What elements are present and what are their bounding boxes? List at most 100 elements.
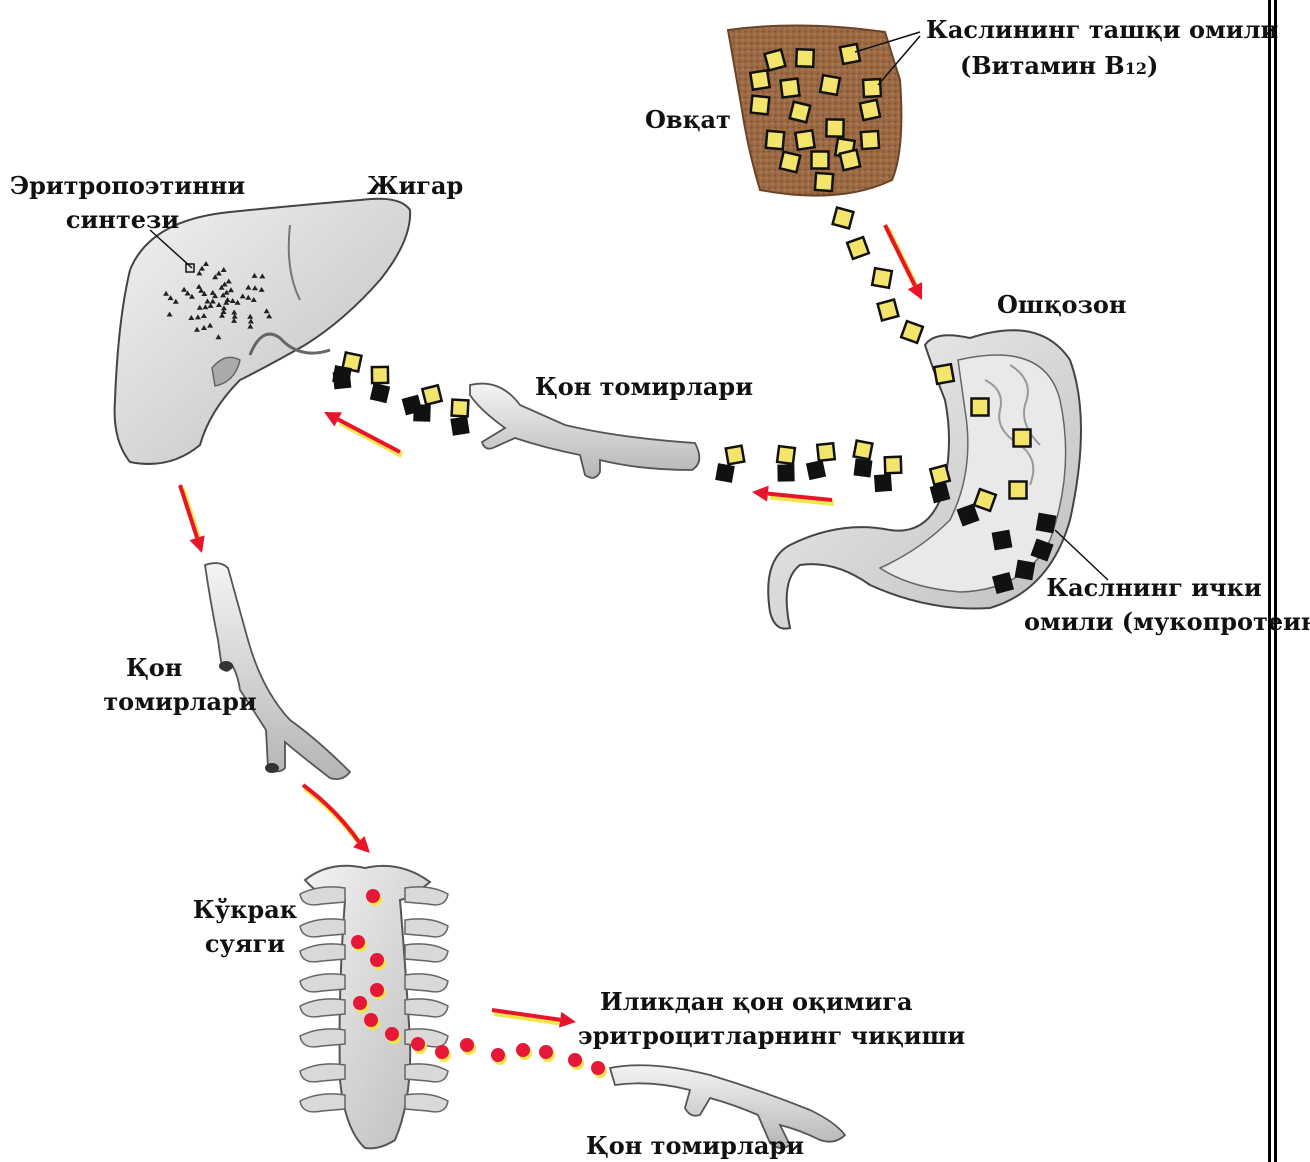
vitamin-b12-square [777,446,795,464]
intrinsic-factor-square [993,573,1014,594]
rib-right [405,887,448,905]
vitamin-b12-square [854,441,873,460]
intrinsic-factor-square [1036,513,1056,533]
vitamin-b12-label: (Витамин B12) [960,50,1158,85]
vitamin-b12-square [422,385,441,404]
intrinsic-factor-square [451,417,469,435]
intrinsic-factor-square [402,395,422,415]
erythrocyte-dot [370,983,384,997]
page-border-right-line [1274,0,1277,1162]
flow-arrow-shaft [338,419,400,452]
vitamin-b12-square [820,75,840,95]
erythrocyte-dot [385,1027,399,1041]
rib-right [405,919,448,937]
rib-left [300,887,345,905]
flow-arrow-head [189,535,204,553]
vessels-top-label: Қон томирлари [535,371,753,403]
vitamin-b12-square [790,102,811,123]
erythrocyte-dot [366,889,380,903]
rib-left [300,999,345,1017]
vitamin-b12-square [840,150,860,170]
vessels-left-line-2: томирлари [100,686,260,718]
internal-factor-line-1: Каслнинг ички [1024,572,1284,604]
vitamin-b12-square [781,79,800,98]
vitamin-b12-square [878,300,899,321]
intrinsic-factor-square [716,464,735,483]
vitamin-b12-square [452,400,469,417]
erythrocyte-dot [364,1013,378,1027]
vitamin-b12-square [1014,430,1031,447]
vitamin-b12-square [863,79,881,97]
vitamin-b12-square [766,131,784,149]
flow-arrow-shaft [180,485,197,538]
rib-left [300,919,345,937]
intrinsic-factor-square [333,366,352,385]
intrinsic-factor-square [874,474,891,491]
erythrocyte-dot [411,1037,425,1051]
rib-right [405,999,448,1017]
vitamin-b12-square [817,443,835,461]
erythrocyte-dot [591,1061,605,1075]
food-label: Овқат [645,104,731,136]
vitamin-b12-square [860,100,880,120]
vitamin-b12-square [847,237,869,259]
vitamin-b12-square [934,364,954,384]
erythrocyte-dot [353,996,367,1010]
rib-right [405,1094,448,1112]
flow-arrow-head [752,486,769,502]
vitamin-b12-square [750,70,769,89]
erythrocyte-dot [516,1043,530,1057]
erythrocyte-dot [435,1045,449,1059]
vitamin-b12-square [751,96,770,115]
exit-line-2: эритроцитларнинг чиқиши [578,1020,938,1052]
vitamin-b12-square [726,446,745,465]
erythropoietin-line-2: синтези [10,204,235,236]
intrinsic-factor-square [854,459,872,477]
internal-factor-label: Каслнинг ички омили (мукопротеин) [1024,572,1284,638]
vitamin-b12-square [1010,482,1027,499]
external-factor-label: Каслининг ташқи омили [926,14,1278,46]
vessels-left-line-1: Қон [100,652,260,684]
sternum-label: Кўкрак суяги [190,894,300,960]
stomach-label: Ошқозон [997,289,1126,321]
erythrocyte-dot [370,953,384,967]
erythrocyte-dot [491,1048,505,1062]
erythropoietin-label: Эритропоэтинни синтези [10,170,235,236]
vitamin-b12-square [861,131,879,149]
internal-factor-line-2: омили (мукопротеин) [1024,606,1284,638]
vitamin-b12-square [812,152,829,169]
rib-left [300,944,345,962]
vitamin-b12-square [901,321,923,343]
vitamin-b12-square [815,173,833,191]
rib-left [300,1029,345,1047]
flow-arrow-head [559,1012,576,1028]
rib-right [405,1064,448,1082]
vitamin-b12-square [885,457,902,474]
vitamin-b12-square [833,208,854,229]
rib-left [300,1064,345,1082]
liver-label: Жигар [367,170,463,202]
vitamin-b12-square [795,130,814,149]
rib-left [300,974,345,992]
page-border-left-line [1268,0,1271,1162]
exit-label: Иликдан қон оқимига эритроцитларнинг чиқ… [578,986,938,1052]
rib-right [405,944,448,962]
rib-right [405,974,448,992]
sternum-line-1: Кўкрак [190,894,300,926]
intrinsic-factor-square [370,383,389,402]
intrinsic-factor-square [778,465,794,481]
vitamin-b12-square [796,49,814,67]
erythrocyte-dot [568,1053,582,1067]
vessels-bottom-label: Қон томирлари [586,1130,804,1162]
vessels-left-label: Қон томирлари [100,652,260,718]
vitamin-b12-square [826,119,843,136]
erythrocyte-dot [351,935,365,949]
vitamin-b12-square [840,44,860,64]
vitamin-b12-square [972,399,989,416]
erythropoietin-line-1: Эритропоэтинни [10,170,235,202]
rib-left [300,1094,345,1112]
vitamin-b12-square [372,367,388,383]
vitamin-b12-square [780,152,800,172]
intrinsic-factor-square [992,530,1012,550]
intrinsic-factor-square [807,461,826,480]
